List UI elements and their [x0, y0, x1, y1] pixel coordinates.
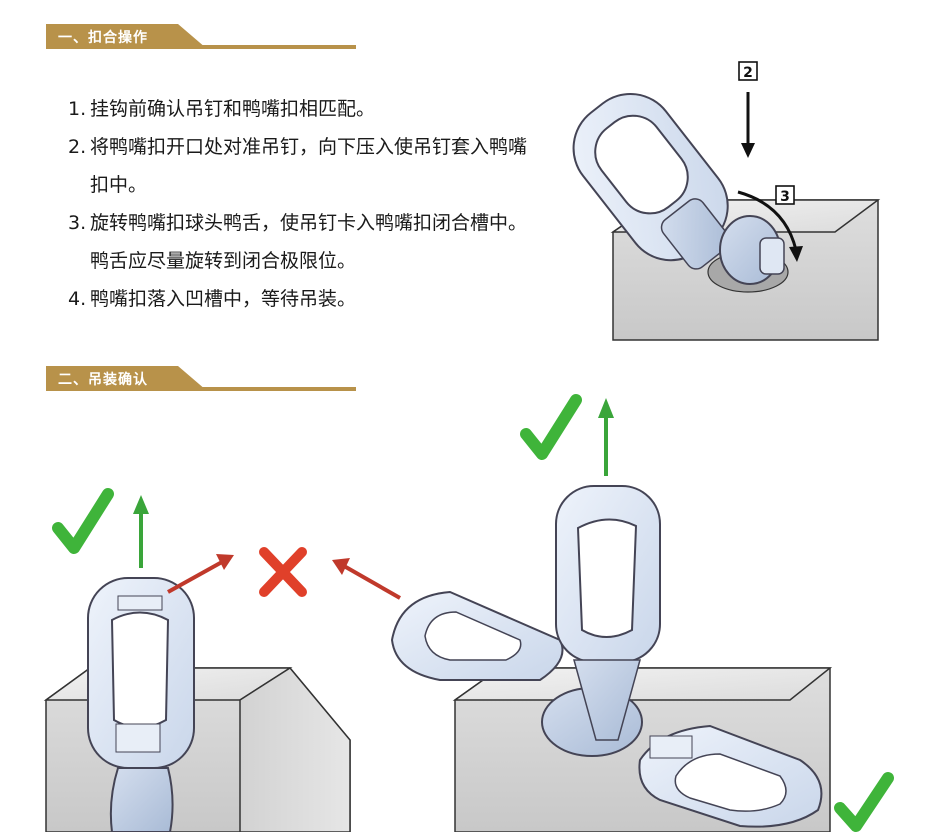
check-mark-icon [834, 772, 894, 832]
clutch-eye [674, 753, 787, 812]
step-3-box [775, 185, 795, 205]
cross-mark-icon [259, 547, 307, 597]
section-title: 二、吊装确认 [58, 372, 148, 388]
clutch-eye [110, 611, 170, 729]
clutch-tilted [572, 92, 731, 270]
wrong-lift-indicator [167, 547, 401, 600]
clutch-eye [576, 518, 638, 638]
section-tab: 二、吊装确认 [46, 366, 206, 390]
step-2-box [738, 61, 758, 81]
section-header-1: 一、扣合操作 [46, 24, 356, 54]
down-arrow-head [741, 143, 755, 158]
lift-arrow-head [133, 495, 149, 514]
brand-plate [117, 595, 163, 611]
clutch-neck [573, 659, 641, 741]
clutch-eye [594, 114, 689, 215]
rotate-arrow [737, 190, 798, 251]
step-2-label: 2 [743, 65, 753, 81]
check-mark-icon [520, 394, 582, 460]
wrong-arrow-left [167, 560, 223, 594]
steps-list: 1.挂钩前确认吊钉和鸭嘴扣相匹配。 2.将鸭嘴扣开口处对准吊钉，向下压入使吊钉套… [68, 90, 538, 318]
step-item: 2.将鸭嘴扣开口处对准吊钉，向下压入使吊钉套入鸭嘴扣中。 [68, 136, 528, 196]
rating-plate [115, 723, 161, 753]
section-tab: 一、扣合操作 [46, 24, 206, 48]
block-side [239, 667, 351, 832]
rating-plate [649, 735, 693, 759]
step-item: 3.旋转鸭嘴扣球头鸭舌，使吊钉卡入鸭嘴扣闭合槽中。鸭舌应尽量旋转到闭合极限位。 [68, 212, 528, 272]
tongue [759, 237, 785, 275]
clutch-neck [660, 198, 731, 270]
step-item: 4.鸭嘴扣落入凹槽中，等待吊装。 [68, 288, 357, 310]
insertion-diagram: 2 3 [572, 61, 881, 341]
wrong-arrow-left-head [216, 554, 234, 570]
wrong-arrow-right [343, 564, 401, 600]
correct-lift-diagram [43, 488, 351, 832]
clutch-eye [424, 611, 522, 661]
orientation-diagram [390, 394, 894, 832]
rotate-arrow-head [789, 246, 803, 262]
lift-arrow-head [598, 398, 614, 418]
check-mark-icon [52, 488, 114, 554]
step-item: 1.挂钩前确认吊钉和鸭嘴扣相匹配。 [68, 98, 376, 120]
section-header-2: 二、吊装确认 [46, 366, 356, 396]
wrong-arrow-right-head [332, 558, 350, 575]
ball-head [109, 767, 174, 832]
section-title: 一、扣合操作 [58, 30, 148, 46]
step-3-label: 3 [780, 189, 790, 205]
